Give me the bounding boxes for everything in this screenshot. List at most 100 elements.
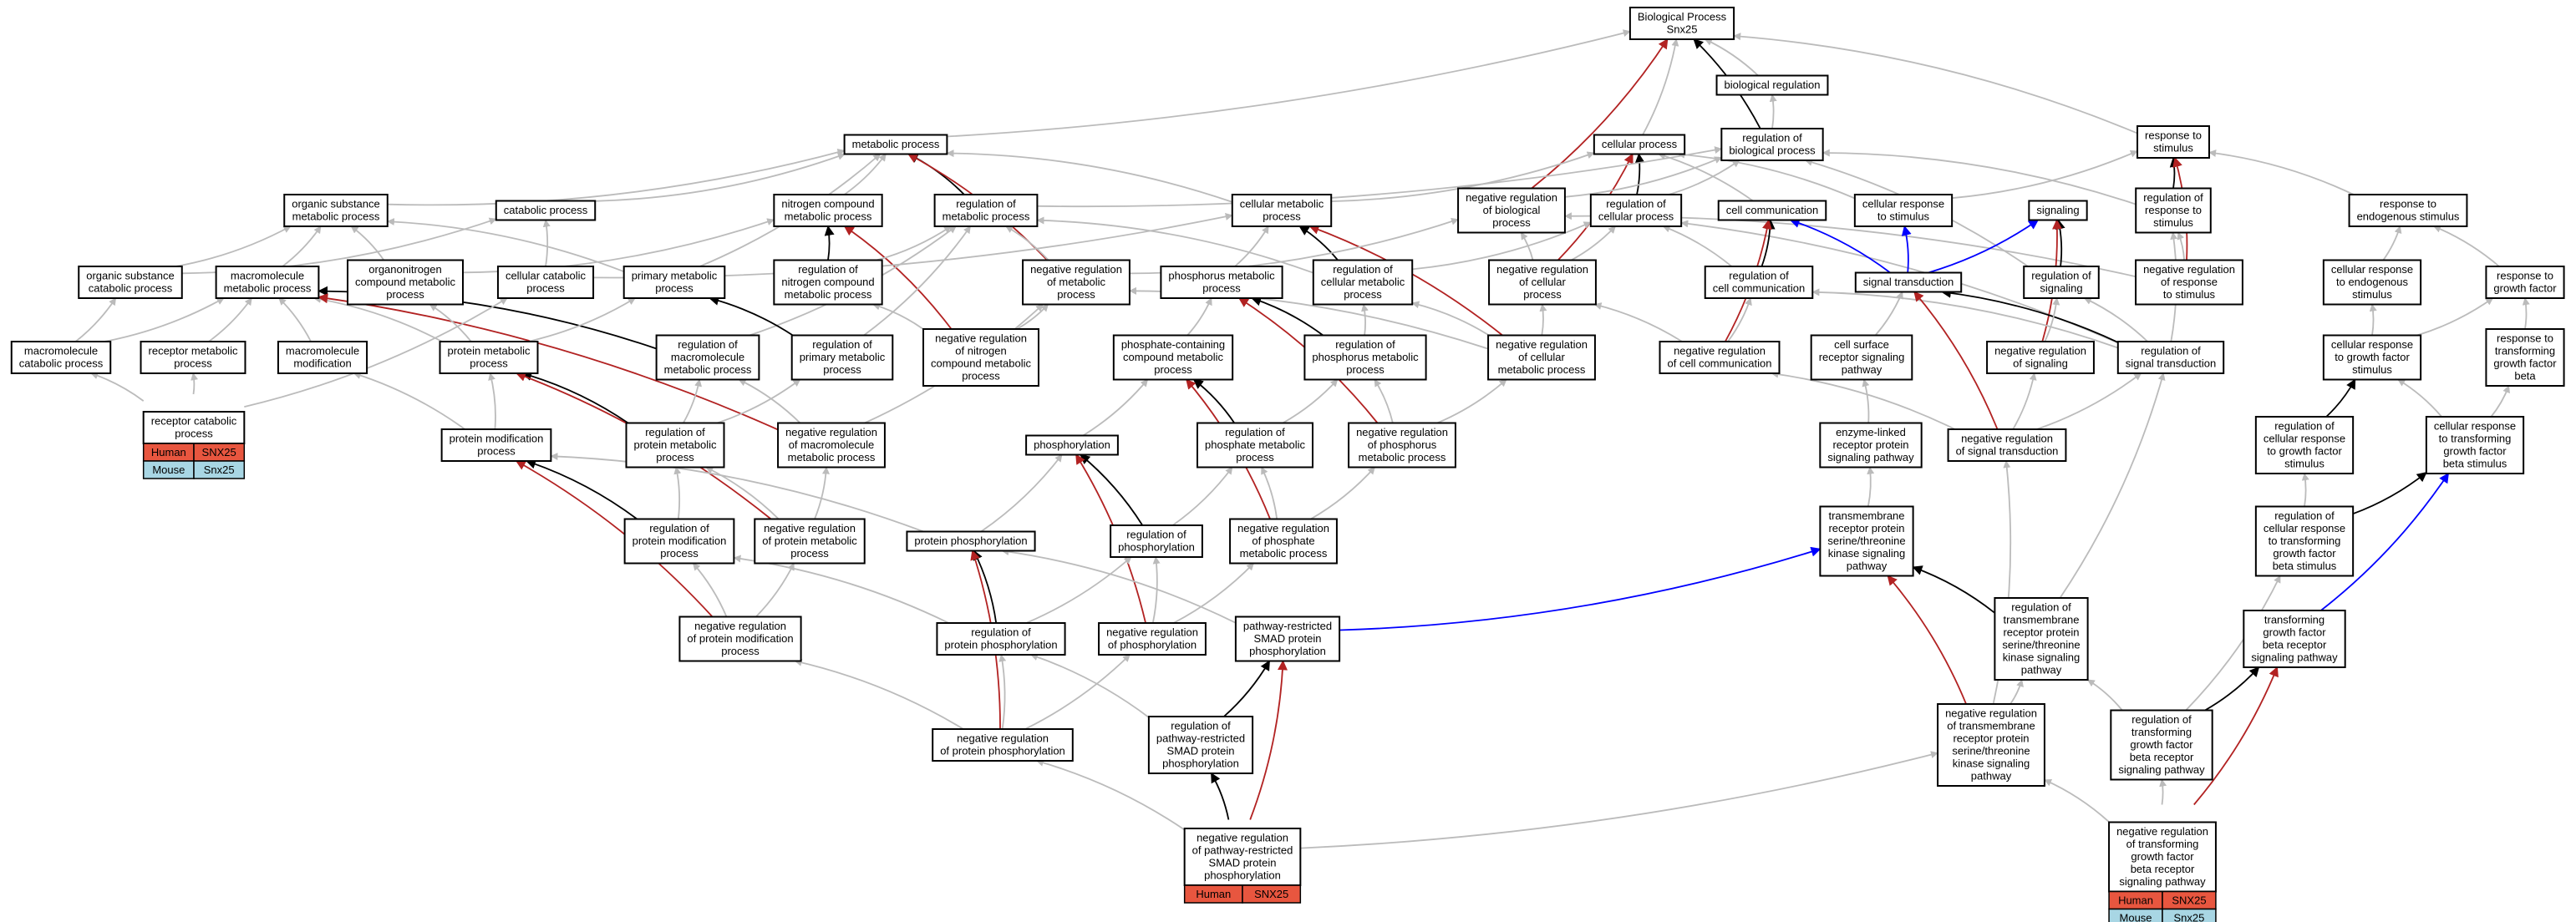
mouse-gene-cell: Snx25 [2162,908,2217,922]
go-term-node-cellproc[interactable]: cellular process [1593,134,1686,155]
go-term-node-cellcomm[interactable]: cell communication [1717,200,1827,221]
node-box [790,334,894,381]
node-label-line: receptor protein [1953,732,2029,745]
edge-is-a-arrow [488,372,496,430]
node-label-line: cellular response [1862,198,1944,210]
node-box [2137,125,2210,159]
node-box [2108,821,2217,893]
go-term-node-protphos[interactable]: protein phosphorylation [906,530,1036,552]
node-label-line: signaling pathway [1827,451,1914,464]
node-box [496,266,595,299]
node-label-line: SMAD protein [1209,857,1277,869]
edge-is-a-arrow [1036,216,1314,274]
go-term-node-bioreg[interactable]: biological regulation [1715,74,1829,96]
go-term-node-phosph[interactable]: phosphorylation [1025,434,1119,456]
edge-is-a-arrow [2177,231,2185,261]
node-label-line: organic substance [86,270,175,282]
go-term-node-sigtrans[interactable]: signal transduction [1854,271,1963,293]
node-label-line: receptor catabolic [151,415,237,428]
go-term-node-catab[interactable]: catabolic process [495,200,597,221]
go-term-node-signaling[interactable]: signaling [2028,200,2088,221]
node-label-line: cellular response [2264,433,2345,445]
edge-is-a-arrow [353,372,465,430]
node-box [843,134,948,155]
edge-part-of-arrow [907,153,965,195]
go-term-node-metab[interactable]: metabolic process [843,134,948,155]
edge-positively-regulates-arrow [1789,218,1891,274]
node-box [1025,434,1119,456]
